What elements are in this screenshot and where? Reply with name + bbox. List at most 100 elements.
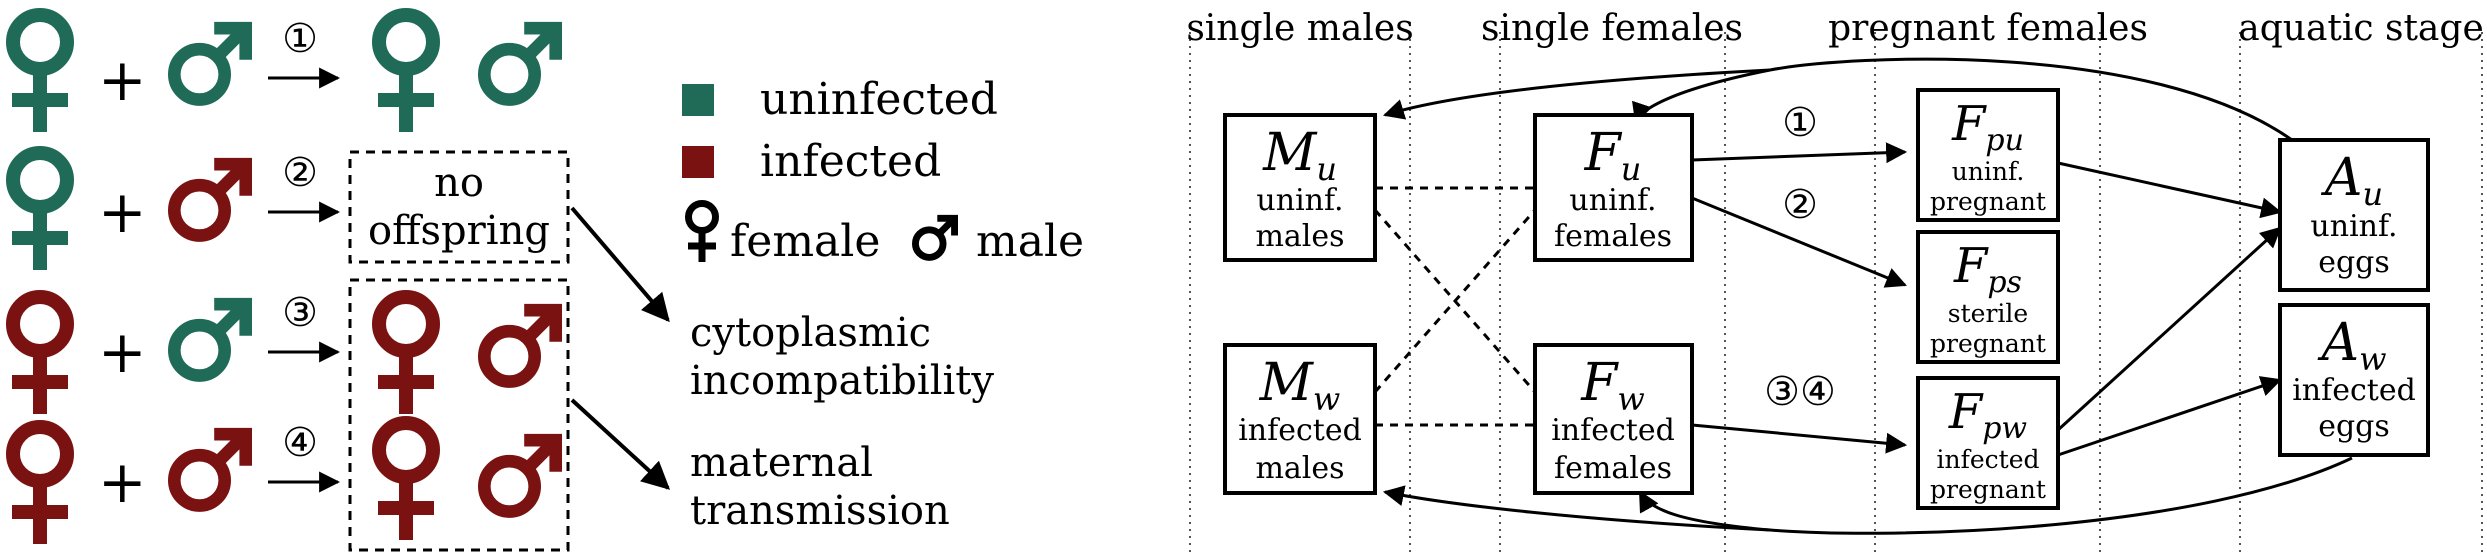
offspring-male-symbol bbox=[484, 440, 555, 511]
transmitted-offspring-box bbox=[348, 278, 570, 552]
column-header-pregnant-females: pregnant females bbox=[1828, 8, 2148, 49]
cross-marker: ② bbox=[282, 150, 318, 196]
offspring-female-symbol bbox=[378, 423, 434, 540]
svg-text:Fps: Fps bbox=[1953, 238, 2022, 300]
cross-row-4: + ④ bbox=[12, 420, 556, 544]
svg-text:Mu: Mu bbox=[1262, 123, 1337, 188]
outcome-labels: cytoplasmic incompatibility maternal tra… bbox=[690, 310, 994, 534]
node-fpu: Fpu uninf. pregnant bbox=[1916, 88, 2060, 222]
legend-female-label: female bbox=[730, 216, 880, 267]
svg-text:uninf.: uninf. bbox=[1256, 183, 1343, 218]
svg-text:Fpu: Fpu bbox=[1951, 96, 2024, 158]
arrow-fpu-au bbox=[2057, 161, 2283, 219]
svg-text:Fw: Fw bbox=[1580, 353, 1644, 418]
node-fpw: Fpw infected pregnant bbox=[1916, 376, 2060, 510]
female-symbol bbox=[12, 427, 68, 544]
cross-row-2: + ② no offspring bbox=[12, 150, 570, 270]
plus-sign: + bbox=[98, 178, 147, 246]
male-symbol bbox=[174, 28, 245, 99]
legend: uninfected infected female male bbox=[682, 74, 1084, 267]
node-au: Au uninf. eggs bbox=[2278, 138, 2430, 292]
cross-marker: ④ bbox=[282, 420, 318, 466]
svg-text:males: males bbox=[1255, 451, 1344, 486]
arrow-aw-fw bbox=[1638, 456, 2353, 535]
svg-text:uninf.: uninf. bbox=[1569, 183, 1656, 218]
offspring-male-symbol bbox=[484, 310, 555, 381]
svg-text:uninf.: uninf. bbox=[1952, 157, 2025, 186]
svg-text:Fpw: Fpw bbox=[1948, 384, 2028, 446]
svg-text:females: females bbox=[1554, 219, 1672, 254]
svg-text:Aw: Aw bbox=[2318, 313, 2387, 378]
female-symbol bbox=[12, 153, 68, 270]
plus-sign: + bbox=[98, 448, 147, 516]
cross-row-3: + ③ bbox=[12, 290, 556, 414]
no-offspring-box bbox=[348, 150, 570, 264]
arrow-fu-fpu bbox=[1691, 142, 1908, 164]
svg-text:pregnant: pregnant bbox=[1930, 329, 2046, 358]
arrow-au-mu bbox=[1382, 68, 1771, 120]
female-symbol bbox=[12, 297, 68, 414]
no-offspring-label: offspring bbox=[368, 208, 550, 254]
legend-male-label: male bbox=[976, 216, 1084, 267]
transition-arrows bbox=[1382, 57, 2353, 535]
node-mw: Mw infected males bbox=[1223, 343, 1377, 495]
female-symbol bbox=[12, 15, 68, 132]
legend-uninfected-label: uninfected bbox=[760, 74, 998, 125]
uninfected-swatch bbox=[682, 84, 714, 116]
ci-arrow bbox=[570, 206, 670, 323]
arrow-fpw-aw bbox=[2057, 376, 2282, 457]
female-symbol-icon bbox=[688, 204, 716, 263]
offspring-female-symbol bbox=[378, 15, 434, 132]
offspring-male-symbol bbox=[484, 28, 555, 99]
offspring-female-symbol bbox=[378, 297, 434, 414]
svg-text:Mw: Mw bbox=[1259, 353, 1341, 418]
svg-text:infected: infected bbox=[1238, 413, 1362, 448]
mt-arrow bbox=[570, 398, 671, 490]
svg-text:sterile: sterile bbox=[1948, 299, 2028, 328]
column-header-single-males: single males bbox=[1186, 8, 1413, 49]
ci-label: cytoplasmic bbox=[690, 310, 931, 356]
svg-text:infected: infected bbox=[1937, 445, 2040, 474]
column-header-single-females: single females bbox=[1481, 8, 1743, 49]
mt-label: transmission bbox=[690, 488, 950, 534]
node-aw: Aw infected eggs bbox=[2278, 303, 2430, 457]
svg-text:infected: infected bbox=[2292, 373, 2416, 408]
svg-text:Fu: Fu bbox=[1584, 123, 1642, 188]
plus-sign: + bbox=[98, 46, 147, 114]
column-dividers bbox=[1189, 32, 2483, 556]
plus-sign: + bbox=[98, 318, 147, 386]
mt-label: maternal bbox=[690, 440, 873, 486]
edge-marker-1: ① bbox=[1782, 100, 1818, 146]
arrow-au-fu bbox=[1632, 57, 2293, 142]
svg-text:uninf.: uninf. bbox=[2310, 209, 2397, 244]
male-symbol bbox=[174, 164, 245, 235]
arrow-aw-mw bbox=[1382, 485, 1771, 532]
svg-text:females: females bbox=[1554, 451, 1672, 486]
svg-text:males: males bbox=[1255, 219, 1344, 254]
svg-text:pregnant: pregnant bbox=[1930, 187, 2046, 216]
no-offspring-label: no bbox=[434, 160, 484, 206]
legend-infected-label: infected bbox=[760, 136, 941, 187]
svg-text:infected: infected bbox=[1551, 413, 1675, 448]
male-symbol bbox=[174, 304, 245, 375]
crosses-panel: + ① + ② no offspring + ③ bbox=[12, 15, 671, 552]
cross-marker: ① bbox=[282, 16, 318, 62]
arrow-fpw-au bbox=[2056, 226, 2282, 432]
column-header-aquatic-stage: aquatic stage bbox=[2238, 8, 2484, 49]
edge-marker-3-4: ③④ bbox=[1764, 369, 1836, 415]
cross-marker: ③ bbox=[282, 290, 318, 336]
male-symbol-icon bbox=[915, 218, 954, 257]
infected-swatch bbox=[682, 146, 714, 178]
mating-links bbox=[1373, 186, 1537, 427]
svg-text:eggs: eggs bbox=[2318, 245, 2390, 280]
compartment-model: single males single females pregnant fem… bbox=[1186, 8, 2484, 556]
arrow-fu-fps bbox=[1691, 196, 1907, 288]
svg-text:pregnant: pregnant bbox=[1930, 475, 2046, 504]
svg-text:eggs: eggs bbox=[2318, 409, 2390, 444]
node-fu: Fu uninf. females bbox=[1533, 113, 1694, 262]
cross-row-1: + ① bbox=[12, 15, 556, 132]
node-mu: Mu uninf. males bbox=[1223, 113, 1377, 262]
ci-label: incompatibility bbox=[690, 358, 994, 404]
arrow-fw-fpw bbox=[1691, 423, 1908, 454]
